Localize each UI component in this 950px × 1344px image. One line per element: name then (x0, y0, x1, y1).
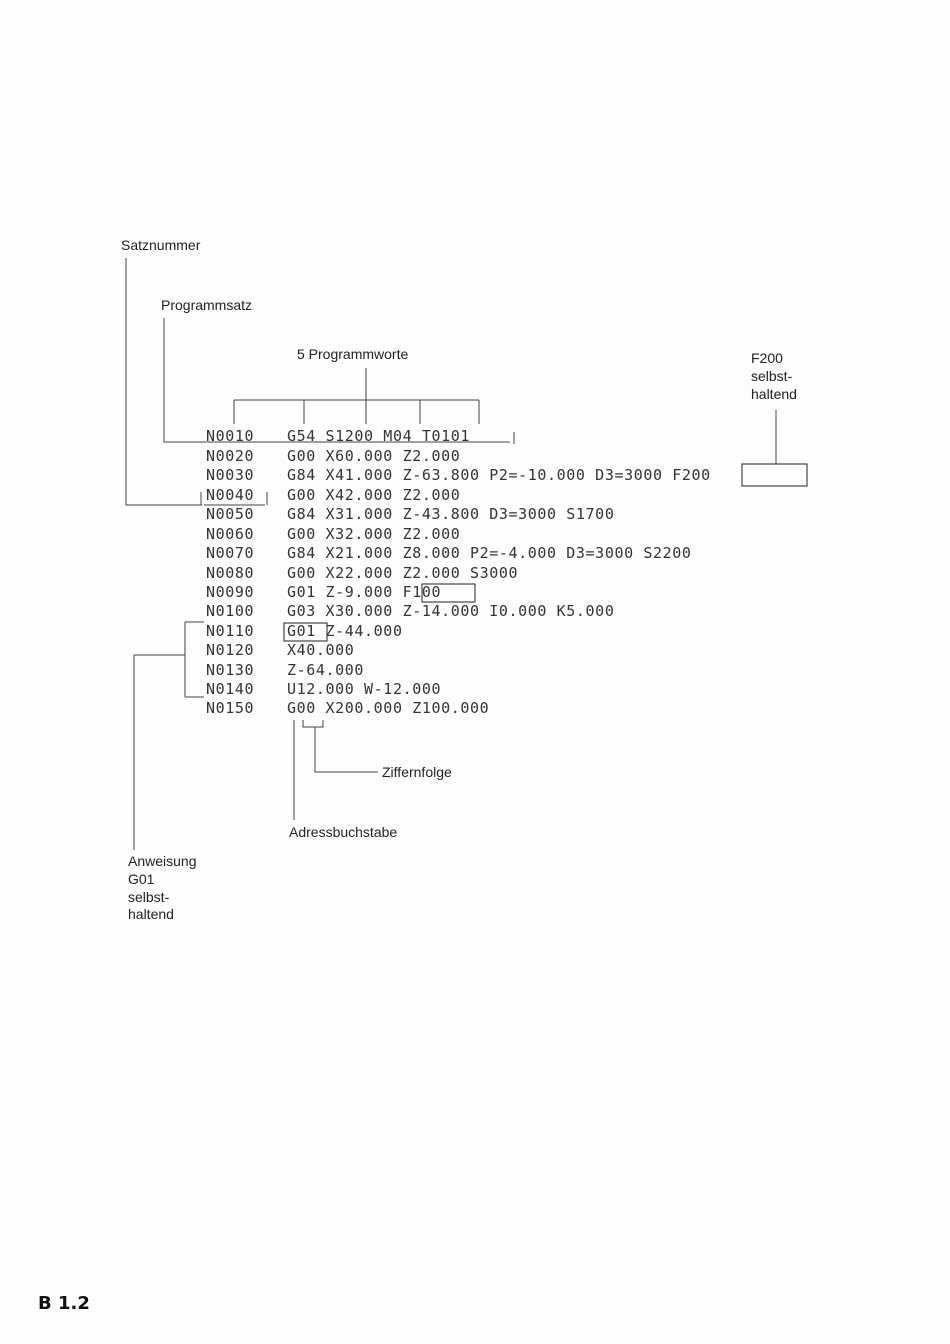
programmworte-label: 5 Programmworte (297, 346, 408, 362)
line-code: G54 S1200 M04 T0101 (287, 427, 470, 445)
line-number: N0010 (206, 427, 254, 445)
g00-subbracket (302, 720, 324, 728)
satznummer-leader (125, 258, 202, 506)
line-code: G84 X41.000 Z-63.800 P2=-10.000 D3=3000 … (287, 466, 711, 484)
line-code: G00 X200.000 Z100.000 (287, 699, 489, 717)
anweisung-note-line-2: G01 (128, 871, 155, 887)
line-number: N0050 (206, 505, 254, 523)
line-number: N0120 (206, 641, 254, 659)
n0040-marks (200, 492, 268, 506)
f200-highlight-box (741, 463, 808, 487)
line-number: N0130 (206, 661, 254, 679)
line-code: G00 X32.000 Z2.000 (287, 525, 460, 543)
anweisung-note-line-4: haltend (128, 906, 174, 922)
g01-highlight-box (283, 622, 328, 642)
line-number: N0030 (206, 466, 254, 484)
line-number: N0040 (206, 486, 254, 504)
line-number: N0150 (206, 699, 254, 717)
line-code: G84 X31.000 Z-43.800 D3=3000 S1700 (287, 505, 614, 523)
line-number: N0020 (206, 447, 254, 465)
programmworte-bracket (233, 368, 480, 424)
anweisung-note-line-1: Anweisung (128, 853, 197, 869)
line-code: G03 X30.000 Z-14.000 I0.000 K5.000 (287, 602, 614, 620)
adressbuchstabe-label: Adressbuchstabe (289, 824, 397, 840)
line-number: N0070 (206, 544, 254, 562)
line-code: G00 X60.000 Z2.000 (287, 447, 460, 465)
satznummer-label: Satznummer (121, 237, 201, 253)
line-code: G00 X42.000 Z2.000 (287, 486, 460, 504)
page-number: B 1.2 (38, 1293, 90, 1314)
anweisung-bracket (133, 621, 204, 850)
f200-note-line-1: F200 (751, 350, 783, 366)
line-number: N0100 (206, 602, 254, 620)
f100-highlight-box (421, 583, 476, 603)
line-code: G01 Z-9.000 F100 (287, 583, 441, 601)
line-code: G00 X22.000 Z2.000 S3000 (287, 564, 518, 582)
line-code: X40.000 (287, 641, 354, 659)
programmsatz-leader (163, 318, 203, 443)
programmsatz-label: Programmsatz (161, 297, 252, 313)
anweisung-note-line-3: selbst- (128, 889, 170, 905)
line-number: N0090 (206, 583, 254, 601)
line-number: N0080 (206, 564, 254, 582)
ziffernfolge-label: Ziffernfolge (382, 764, 452, 780)
line-number: N0110 (206, 622, 254, 640)
line-code: G01 Z-44.000 (287, 622, 403, 640)
f200-note-line-2: selbst- (751, 368, 793, 384)
program-listing: N0010 G54 S1200 M04 T0101 N0020 G00 X60.… (206, 427, 711, 717)
line-code: Z-64.000 (287, 661, 364, 679)
ziffernfolge-leader (314, 727, 378, 773)
line-number: N0060 (206, 525, 254, 543)
line-code: G84 X21.000 Z8.000 P2=-4.000 D3=3000 S22… (287, 544, 692, 562)
f200-note-line-3: haltend (751, 386, 797, 402)
line-code: U12.000 W-12.000 (287, 680, 441, 698)
line-number: N0140 (206, 680, 254, 698)
